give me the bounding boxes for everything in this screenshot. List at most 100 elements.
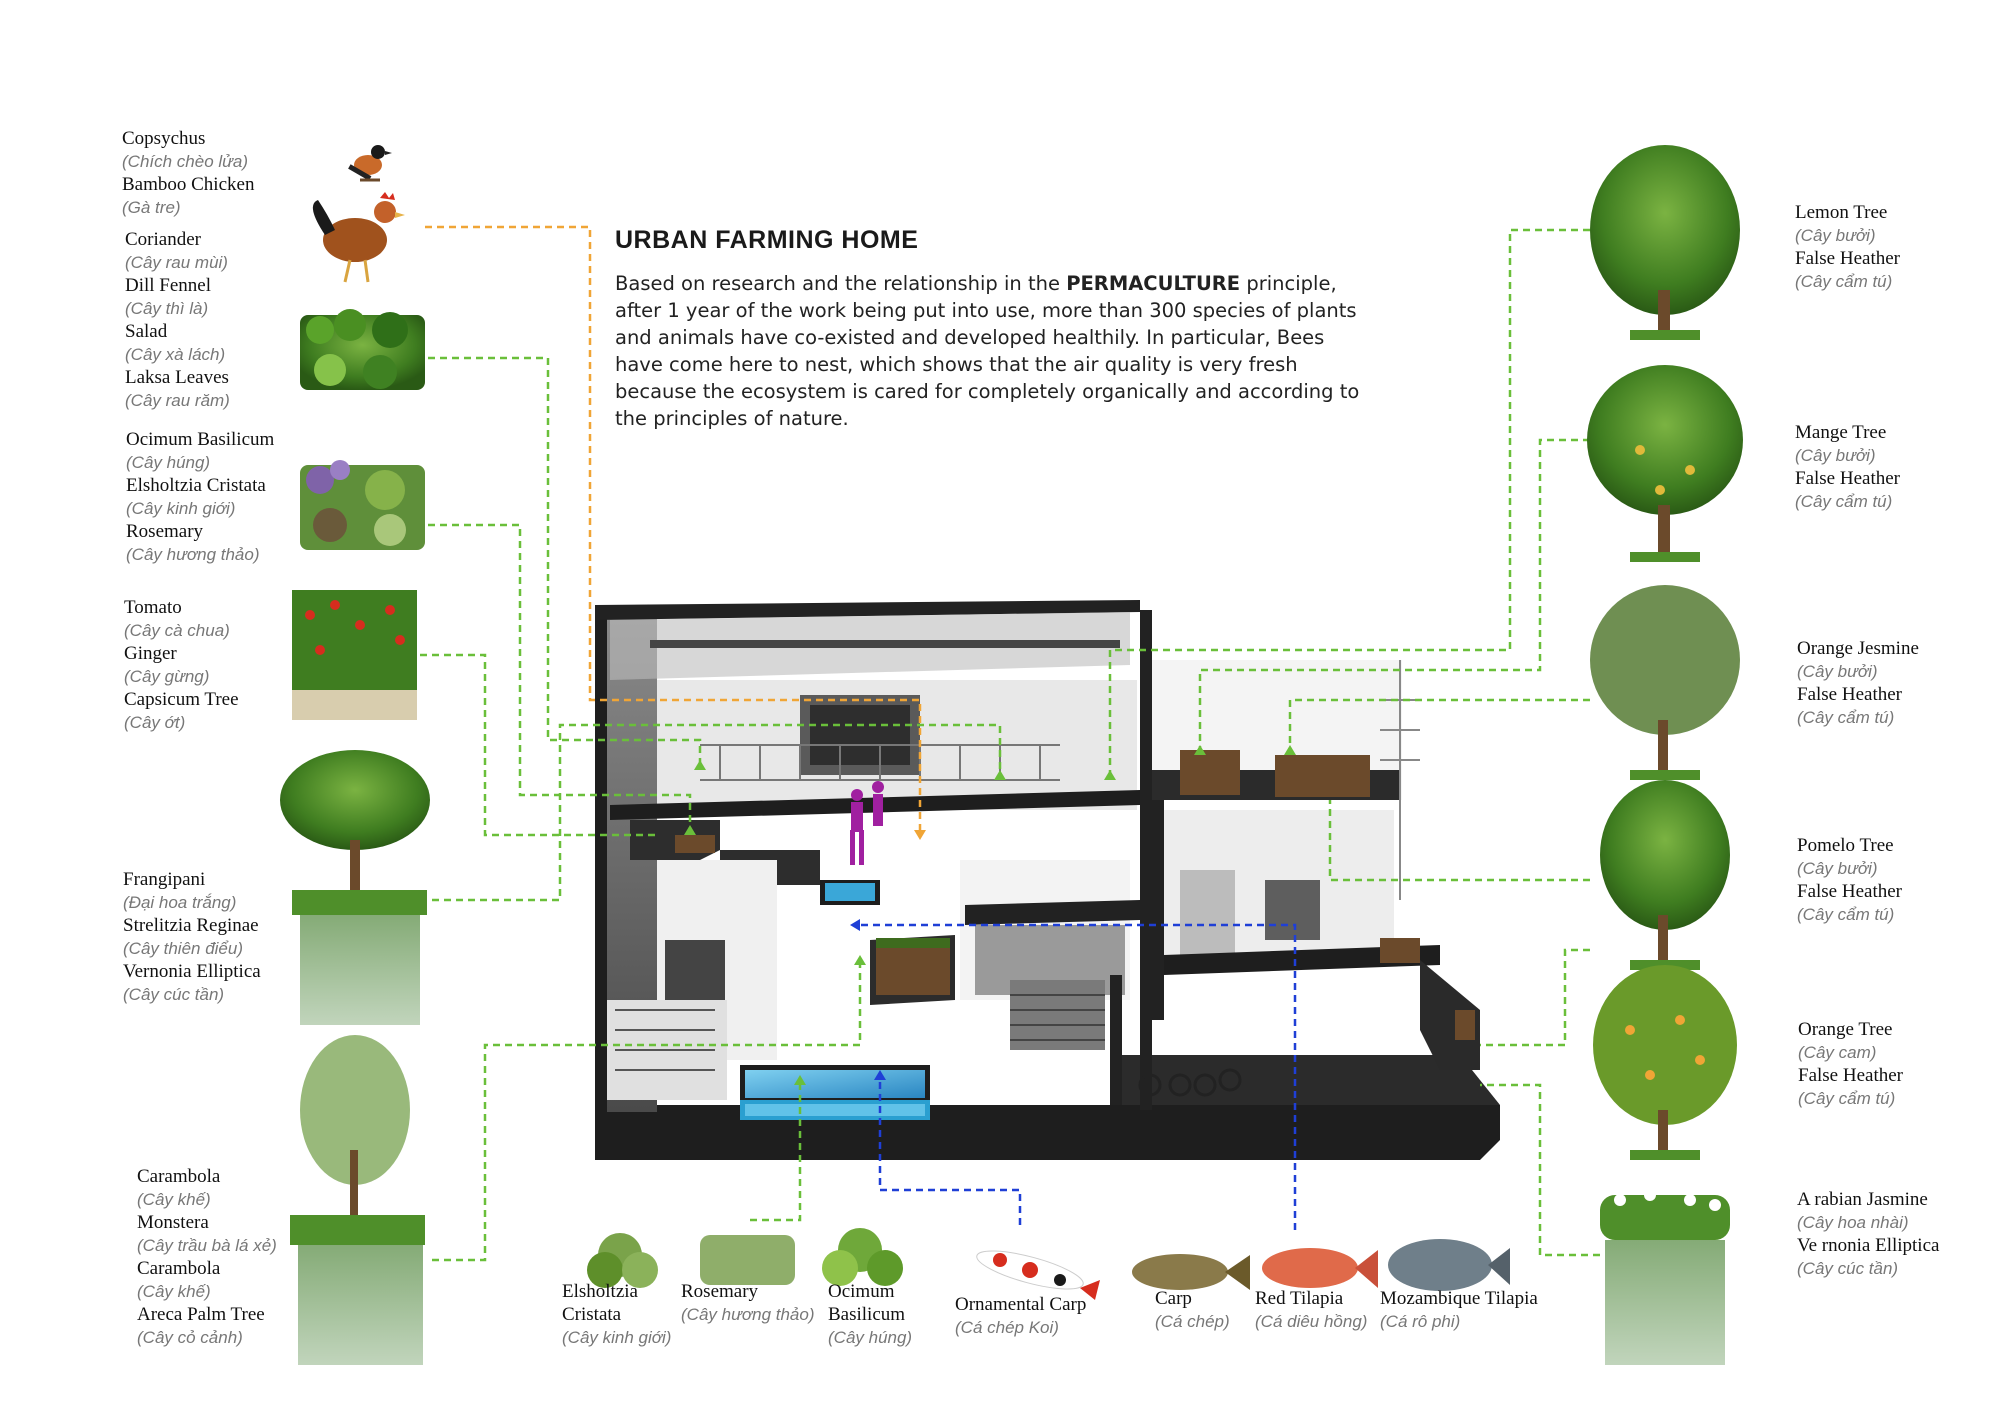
label-vi: (Cá rô phi) <box>1380 1312 1461 1331</box>
label-vi: (Cây trầu bà lá xẻ) <box>137 1236 277 1255</box>
hanging-vine-icon <box>298 1245 423 1365</box>
label-vi: (Cây cẩm tú) <box>1795 492 1893 511</box>
description-part1: Based on research and the relationship i… <box>615 272 1067 295</box>
label-vi: (Cây cúc tần) <box>1797 1259 1899 1278</box>
label-vi: (Gà tre) <box>122 198 181 217</box>
arrowheads <box>684 745 1296 1085</box>
label-vi: (Đại hoa trắng) <box>123 893 237 912</box>
label-en: Ve rnonia Elliptica <box>1797 1235 1940 1256</box>
label-vi: (Cây rau mùi) <box>125 253 228 272</box>
label-vi: (Cây thiên điểu) <box>123 939 244 958</box>
label-vi: (Cây bưởi) <box>1795 226 1876 245</box>
label-vi: (Cá chép Koi) <box>955 1318 1059 1337</box>
label-vi: (Cây bưởi) <box>1797 662 1878 681</box>
label-en: Lemon Tree <box>1795 202 1888 223</box>
label-vi: (Cây cỏ cảnh) <box>137 1328 243 1347</box>
bottom-item-7: Mozambique Tilapia (Cá rô phi) <box>1380 1287 1538 1333</box>
tree-icon <box>1593 965 1737 1160</box>
page-title: URBAN FARMING HOME <box>615 226 919 254</box>
label-en: Carambola <box>137 1166 221 1187</box>
tree-icon <box>1600 780 1730 970</box>
label-en: Ornamental Carp <box>955 1294 1087 1315</box>
koi-icon <box>976 1250 1100 1300</box>
tree-icon <box>1600 1189 1730 1240</box>
description-highlight: PERMACULTURE <box>1066 272 1241 295</box>
label-en: Tomato <box>124 597 182 618</box>
label-vi: (Cây kinh giới) <box>562 1328 672 1347</box>
description: Based on research and the relationship i… <box>615 270 1375 432</box>
left-group-5: Frangipani (Đại hoa trắng) Strelitzia Re… <box>123 868 261 1006</box>
label-en: Carp <box>1155 1288 1192 1309</box>
herb-icon <box>300 460 425 550</box>
right-group-1: Lemon Tree (Cây bưởi) False Heather (Cây… <box>1795 201 1900 293</box>
right-group-6: A rabian Jasmine (Cây hoa nhài) Ve rnoni… <box>1797 1188 1939 1280</box>
label-vi: (Cây bưởi) <box>1795 446 1876 465</box>
label-en: Elsholtzia <box>562 1281 638 1302</box>
label-en: Mozambique Tilapia <box>1380 1288 1538 1309</box>
label-en: False Heather <box>1797 684 1902 705</box>
label-vi: (Cá diêu hồng) <box>1255 1312 1368 1331</box>
label-vi: (Cây hoa nhài) <box>1797 1213 1909 1232</box>
label-en: Rosemary <box>681 1281 759 1302</box>
label-vi: (Cây cẩm tú) <box>1795 272 1893 291</box>
label-vi: (Cây khế) <box>137 1282 211 1301</box>
label-vi: (Cá chép) <box>1155 1312 1230 1331</box>
fish-icon <box>1388 1239 1510 1291</box>
hanging-vine-icon <box>300 915 420 1025</box>
hanging-vine-icon <box>1605 1240 1725 1365</box>
label-en: Copsychus <box>122 128 206 149</box>
label-en: Laksa Leaves <box>125 367 229 388</box>
bottom-item-5: Carp (Cá chép) <box>1155 1287 1230 1333</box>
label-en: Frangipani <box>123 869 206 890</box>
label-vi: (Cây húng) <box>126 453 211 472</box>
label-en: Ocimum <box>828 1281 895 1302</box>
label-en: Bamboo Chicken <box>122 174 255 195</box>
label-en: Red Tilapia <box>1255 1288 1344 1309</box>
label-vi: (Cây thì là) <box>125 299 209 318</box>
label-en: False Heather <box>1797 881 1902 902</box>
bottom-item-3: Ocimum Basilicum (Cây húng) <box>828 1280 912 1349</box>
label-en: Monstera <box>137 1212 209 1233</box>
right-group-3: Orange Jesmine (Cây bưởi) False Heather … <box>1797 637 1919 729</box>
tree-icon <box>1590 145 1740 340</box>
label-vi: (Cây húng) <box>828 1328 913 1347</box>
right-group-5: Orange Tree (Cây cam) False Heather (Cây… <box>1798 1018 1903 1110</box>
label-en: False Heather <box>1798 1065 1903 1086</box>
building-section <box>595 600 1500 1160</box>
bottom-item-1: Elsholtzia Cristata (Cây kinh giới) <box>562 1280 671 1349</box>
link-lines <box>420 225 1600 1262</box>
label-vi: (Cây hương thảo) <box>681 1305 815 1324</box>
chicken-icon <box>312 192 405 283</box>
label-en: Mange Tree <box>1795 422 1887 443</box>
label-en: Ocimum Basilicum <box>126 429 275 450</box>
label-vi: (Cây cẩm tú) <box>1797 708 1895 727</box>
label-en: False Heather <box>1795 468 1900 489</box>
label-en-2: Cristata <box>562 1304 622 1325</box>
label-vi: (Cây cẩm tú) <box>1798 1089 1896 1108</box>
label-en: A rabian Jasmine <box>1797 1189 1928 1210</box>
label-en: False Heather <box>1795 248 1900 269</box>
human-figure <box>850 781 884 865</box>
label-vi: (Cây cẩm tú) <box>1797 905 1895 924</box>
herb-icon <box>822 1228 903 1286</box>
label-en: Orange Tree <box>1798 1019 1893 1040</box>
right-group-4: Pomelo Tree (Cây bưởi) False Heather (Câ… <box>1797 834 1902 926</box>
label-en: Salad <box>125 321 168 342</box>
bottom-item-4: Ornamental Carp (Cá chép Koi) <box>955 1293 1086 1339</box>
herb-icon <box>300 309 425 390</box>
fish-icon <box>1132 1254 1250 1290</box>
label-en: Dill Fennel <box>125 275 212 296</box>
left-group-4: Tomato (Cây cà chua) Ginger (Cây gừng) C… <box>124 596 239 734</box>
tree-icon <box>280 750 430 915</box>
label-en: Strelitzia Reginae <box>123 915 259 936</box>
label-en: Ginger <box>124 643 177 664</box>
left-group-1: Copsychus (Chích chèo lửa) Bamboo Chicke… <box>122 127 254 219</box>
label-en: Vernonia Elliptica <box>123 961 261 982</box>
description-part2: principle, after 1 year of the work bein… <box>615 272 1360 430</box>
label-en: Rosemary <box>126 521 204 542</box>
herb-icon <box>292 590 417 720</box>
label-vi: (Cây bưởi) <box>1797 859 1878 878</box>
label-en: Pomelo Tree <box>1797 835 1894 856</box>
label-en: Elsholtzia Cristata <box>126 475 266 496</box>
label-en: Capsicum Tree <box>124 689 239 710</box>
